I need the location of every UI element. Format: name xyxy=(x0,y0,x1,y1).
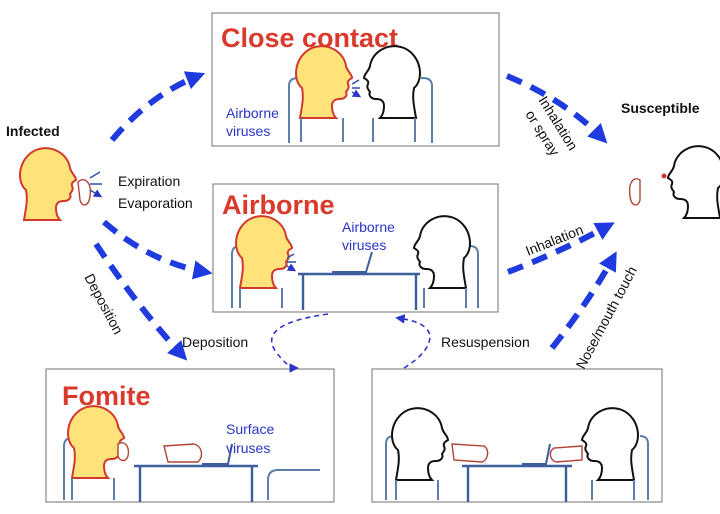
airborne-note-line2: viruses xyxy=(342,237,386,253)
fomite-scene: Surface viruses xyxy=(63,405,320,502)
susceptible-label: Susceptible xyxy=(621,100,700,116)
close-contact-title: Close contact xyxy=(221,23,398,53)
chair-right-icon xyxy=(421,77,433,143)
susceptible-person-icon xyxy=(667,145,720,219)
table-with-laptop-icon xyxy=(134,443,258,502)
chair-right-icon xyxy=(639,435,649,500)
chair-right-icon xyxy=(267,469,320,500)
nose-mouth-touch-label: Nose/mouth touch xyxy=(573,264,640,372)
close-contact-note-line1: Airborne xyxy=(226,105,279,121)
arrow-resuspension-to-susceptible xyxy=(549,251,617,350)
infected-label: Infected xyxy=(6,123,60,139)
susceptible-node: Susceptible xyxy=(621,100,720,219)
respiratory-droplets-icon xyxy=(286,253,296,270)
close-contact-panel xyxy=(211,12,500,147)
virus-particle-icon xyxy=(661,173,667,179)
airborne-note-line1: Airborne xyxy=(342,219,395,235)
arrow-airborne-to-susceptible xyxy=(506,222,615,275)
hand-icon xyxy=(549,445,583,463)
infected-person-icon xyxy=(19,147,77,221)
deposition-diagonal-label: Deposition xyxy=(81,271,126,337)
evaporation-label: Evaporation xyxy=(118,195,193,211)
resuspension-scene xyxy=(385,407,649,502)
airborne-title: Airborne xyxy=(222,190,335,220)
arrow-close-contact-to-susceptible xyxy=(505,73,608,144)
hand-icon xyxy=(451,443,489,463)
hand-to-mouth-icon xyxy=(77,178,92,206)
close-contact-note-line2: viruses xyxy=(226,123,270,139)
infected-node: Infected Expiration Evaporation xyxy=(6,123,193,221)
airborne-scene: Airborne viruses xyxy=(231,215,479,310)
fomite-title: Fomite xyxy=(62,381,151,411)
table-with-laptop-icon xyxy=(298,251,420,310)
arrow-to-airborne xyxy=(102,219,213,280)
hand-to-face-icon xyxy=(628,178,641,206)
chair-right-icon xyxy=(469,245,479,308)
hand-touching-surface-icon xyxy=(163,443,203,463)
arrow-resuspension-to-airborne xyxy=(395,314,431,369)
exchange-arrows xyxy=(270,313,431,373)
table-with-laptop-icon xyxy=(462,443,572,502)
close-contact-scene: Airborne viruses xyxy=(226,45,433,143)
fomite-note-line2: viruses xyxy=(226,440,270,456)
arrow-to-close-contact xyxy=(109,71,206,142)
respiratory-droplets-icon xyxy=(89,171,102,196)
inhalation-label: Inhalation xyxy=(523,221,585,259)
deposition-label: Deposition xyxy=(182,334,248,350)
arrow-deposition-to-fomite xyxy=(270,313,329,373)
fomite-note-line1: Surface xyxy=(226,421,274,437)
resuspension-label: Resuspension xyxy=(441,334,530,350)
transmission-arrows xyxy=(93,71,617,361)
respiratory-droplets-icon xyxy=(351,79,360,96)
expiration-label: Expiration xyxy=(118,173,180,189)
hand-to-face-icon xyxy=(117,442,130,462)
